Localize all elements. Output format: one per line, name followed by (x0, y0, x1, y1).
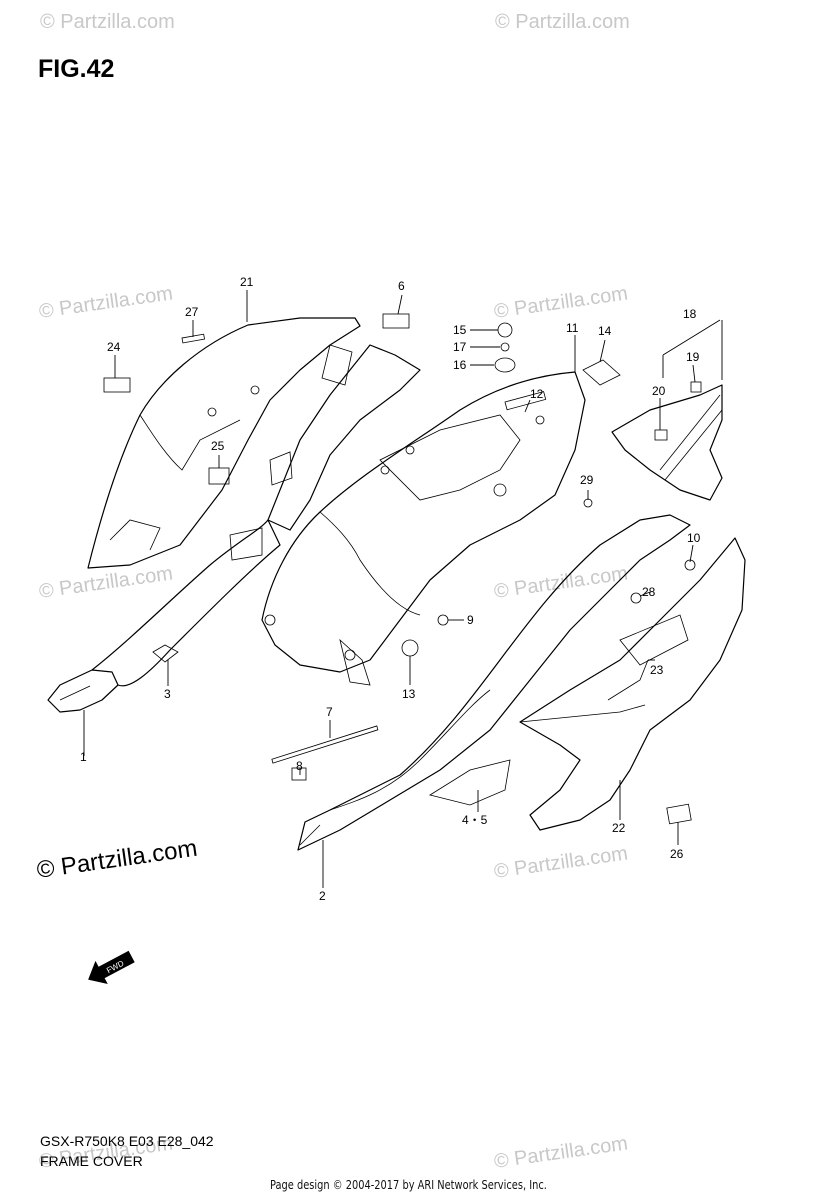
callout-29: 29 (580, 473, 594, 487)
rear-bracket (611, 384, 723, 501)
right-side-cover (519, 537, 746, 831)
callout-2: 2 (319, 889, 326, 903)
callout-9: 9 (467, 613, 474, 627)
watermark: © Partzilla.com (38, 562, 175, 603)
callout-11: 11 (566, 321, 579, 335)
callout-27: 27 (185, 305, 199, 319)
watermark: © Partzilla.com (493, 562, 630, 603)
callout-16: 16 (453, 358, 467, 372)
watermark: © Partzilla.com (493, 282, 630, 323)
model-code: GSX-R750K8 E03 E28_042 (40, 1133, 214, 1149)
watermark: © Partzilla.com (493, 1132, 630, 1173)
callout-13: 13 (402, 687, 416, 701)
callout-3: 3 (164, 687, 171, 701)
watermark-layer: © Partzilla.com © Partzilla.com © Partzi… (35, 11, 630, 1173)
section-name: FRAME COVER (40, 1153, 143, 1169)
callout-17: 17 (453, 340, 467, 354)
forward-arrow-icon: FWD (88, 950, 135, 985)
watermark-prominent: © Partzilla.com (35, 835, 199, 884)
small-parts (103, 313, 702, 825)
callout-23: 23 (650, 663, 664, 677)
page-footer: Page design © 2004-2017 by ARI Network S… (270, 1178, 547, 1192)
callout-21: 21 (240, 275, 254, 289)
callout-14: 14 (598, 324, 612, 338)
left-side-cover (47, 317, 421, 713)
callout-25: 25 (211, 439, 225, 453)
callout-4-5: 4・5 (462, 813, 488, 827)
callout-24: 24 (107, 340, 121, 354)
callout-7: 7 (326, 705, 333, 719)
callout-18: 18 (683, 307, 697, 321)
callout-19: 19 (686, 350, 700, 364)
watermark: © Partzilla.com (495, 11, 630, 33)
callout-15: 15 (453, 323, 467, 337)
center-tail-cover (261, 371, 586, 686)
figure-title: FIG.42 (38, 55, 115, 83)
watermark: © Partzilla.com (493, 842, 630, 883)
leader-lines (83, 290, 723, 888)
watermark: © Partzilla.com (40, 11, 175, 33)
callout-28: 28 (642, 585, 656, 599)
callout-labels: 1 2 3 4・5 6 7 8 9 10 11 12 13 14 15 16 1… (80, 275, 701, 903)
callout-8: 8 (296, 759, 303, 773)
lower-under-cowl (297, 514, 691, 851)
callout-22: 22 (612, 821, 626, 835)
callout-6: 6 (398, 279, 405, 293)
callout-26: 26 (670, 847, 684, 861)
callout-20: 20 (652, 384, 666, 398)
callout-1: 1 (80, 750, 87, 764)
callout-10: 10 (687, 531, 701, 545)
callout-12: 12 (530, 387, 544, 401)
watermark: © Partzilla.com (38, 282, 175, 323)
